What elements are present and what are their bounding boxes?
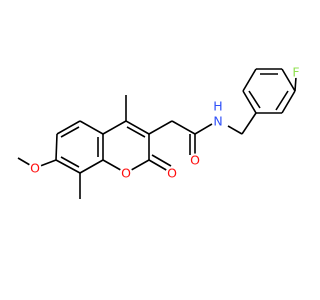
atom-o-ring: O: [121, 166, 131, 181]
bond-c5-c4a: [79, 120, 104, 135]
atom-f-aryl: F: [292, 65, 299, 80]
bond-c4a-c4: [102, 120, 127, 135]
bond-ring-b: [281, 90, 296, 114]
bond-c7-c6: [55, 133, 58, 161]
atom-o-methoxy: O: [30, 161, 40, 176]
bond-ring-c: [281, 68, 296, 92]
bond-c3-ch2: [148, 120, 173, 135]
atom-o-lactone-carbonyl: O: [167, 166, 177, 181]
bond-c2-carbonyl-double: [151, 154, 172, 167]
atom-h-amide: H: [213, 99, 222, 114]
bond-c6-c5-double: [60, 126, 80, 138]
atom-n-amide: N: [213, 114, 222, 129]
bond-c8-c7: [55, 159, 81, 174]
bonds: [17, 68, 297, 199]
bond-n-benzyl-ch2: [227, 125, 243, 135]
bond-c4-c3: [125, 120, 150, 135]
bond-c8a-c8: [79, 159, 104, 174]
bond-ring-e: [242, 68, 257, 92]
bond-c2-carbonyl: [148, 159, 169, 172]
bond-amide-carbon-n: [194, 123, 213, 135]
bond-ring-b-double: [275, 90, 289, 111]
bond-ring-f-double: [248, 90, 261, 109]
bond-ch2-amide-carbon: [171, 120, 196, 135]
bond-c6-c5: [56, 120, 81, 135]
molecule-structure: O O O O N H F: [17, 65, 300, 199]
bond-ring-fluorine: [294, 76, 297, 92]
bond-c4-c3-double: [126, 126, 146, 138]
atom-labels: O O O O N H F: [28, 65, 300, 181]
molecule-canvas: O O O O N H F: [17, 64, 300, 199]
bond-ring-f: [242, 90, 257, 114]
bond-c8-c7-double: [60, 156, 80, 168]
bond-benzyl-ring: [241, 112, 257, 135]
atom-o-amide-carbonyl: O: [190, 153, 200, 168]
